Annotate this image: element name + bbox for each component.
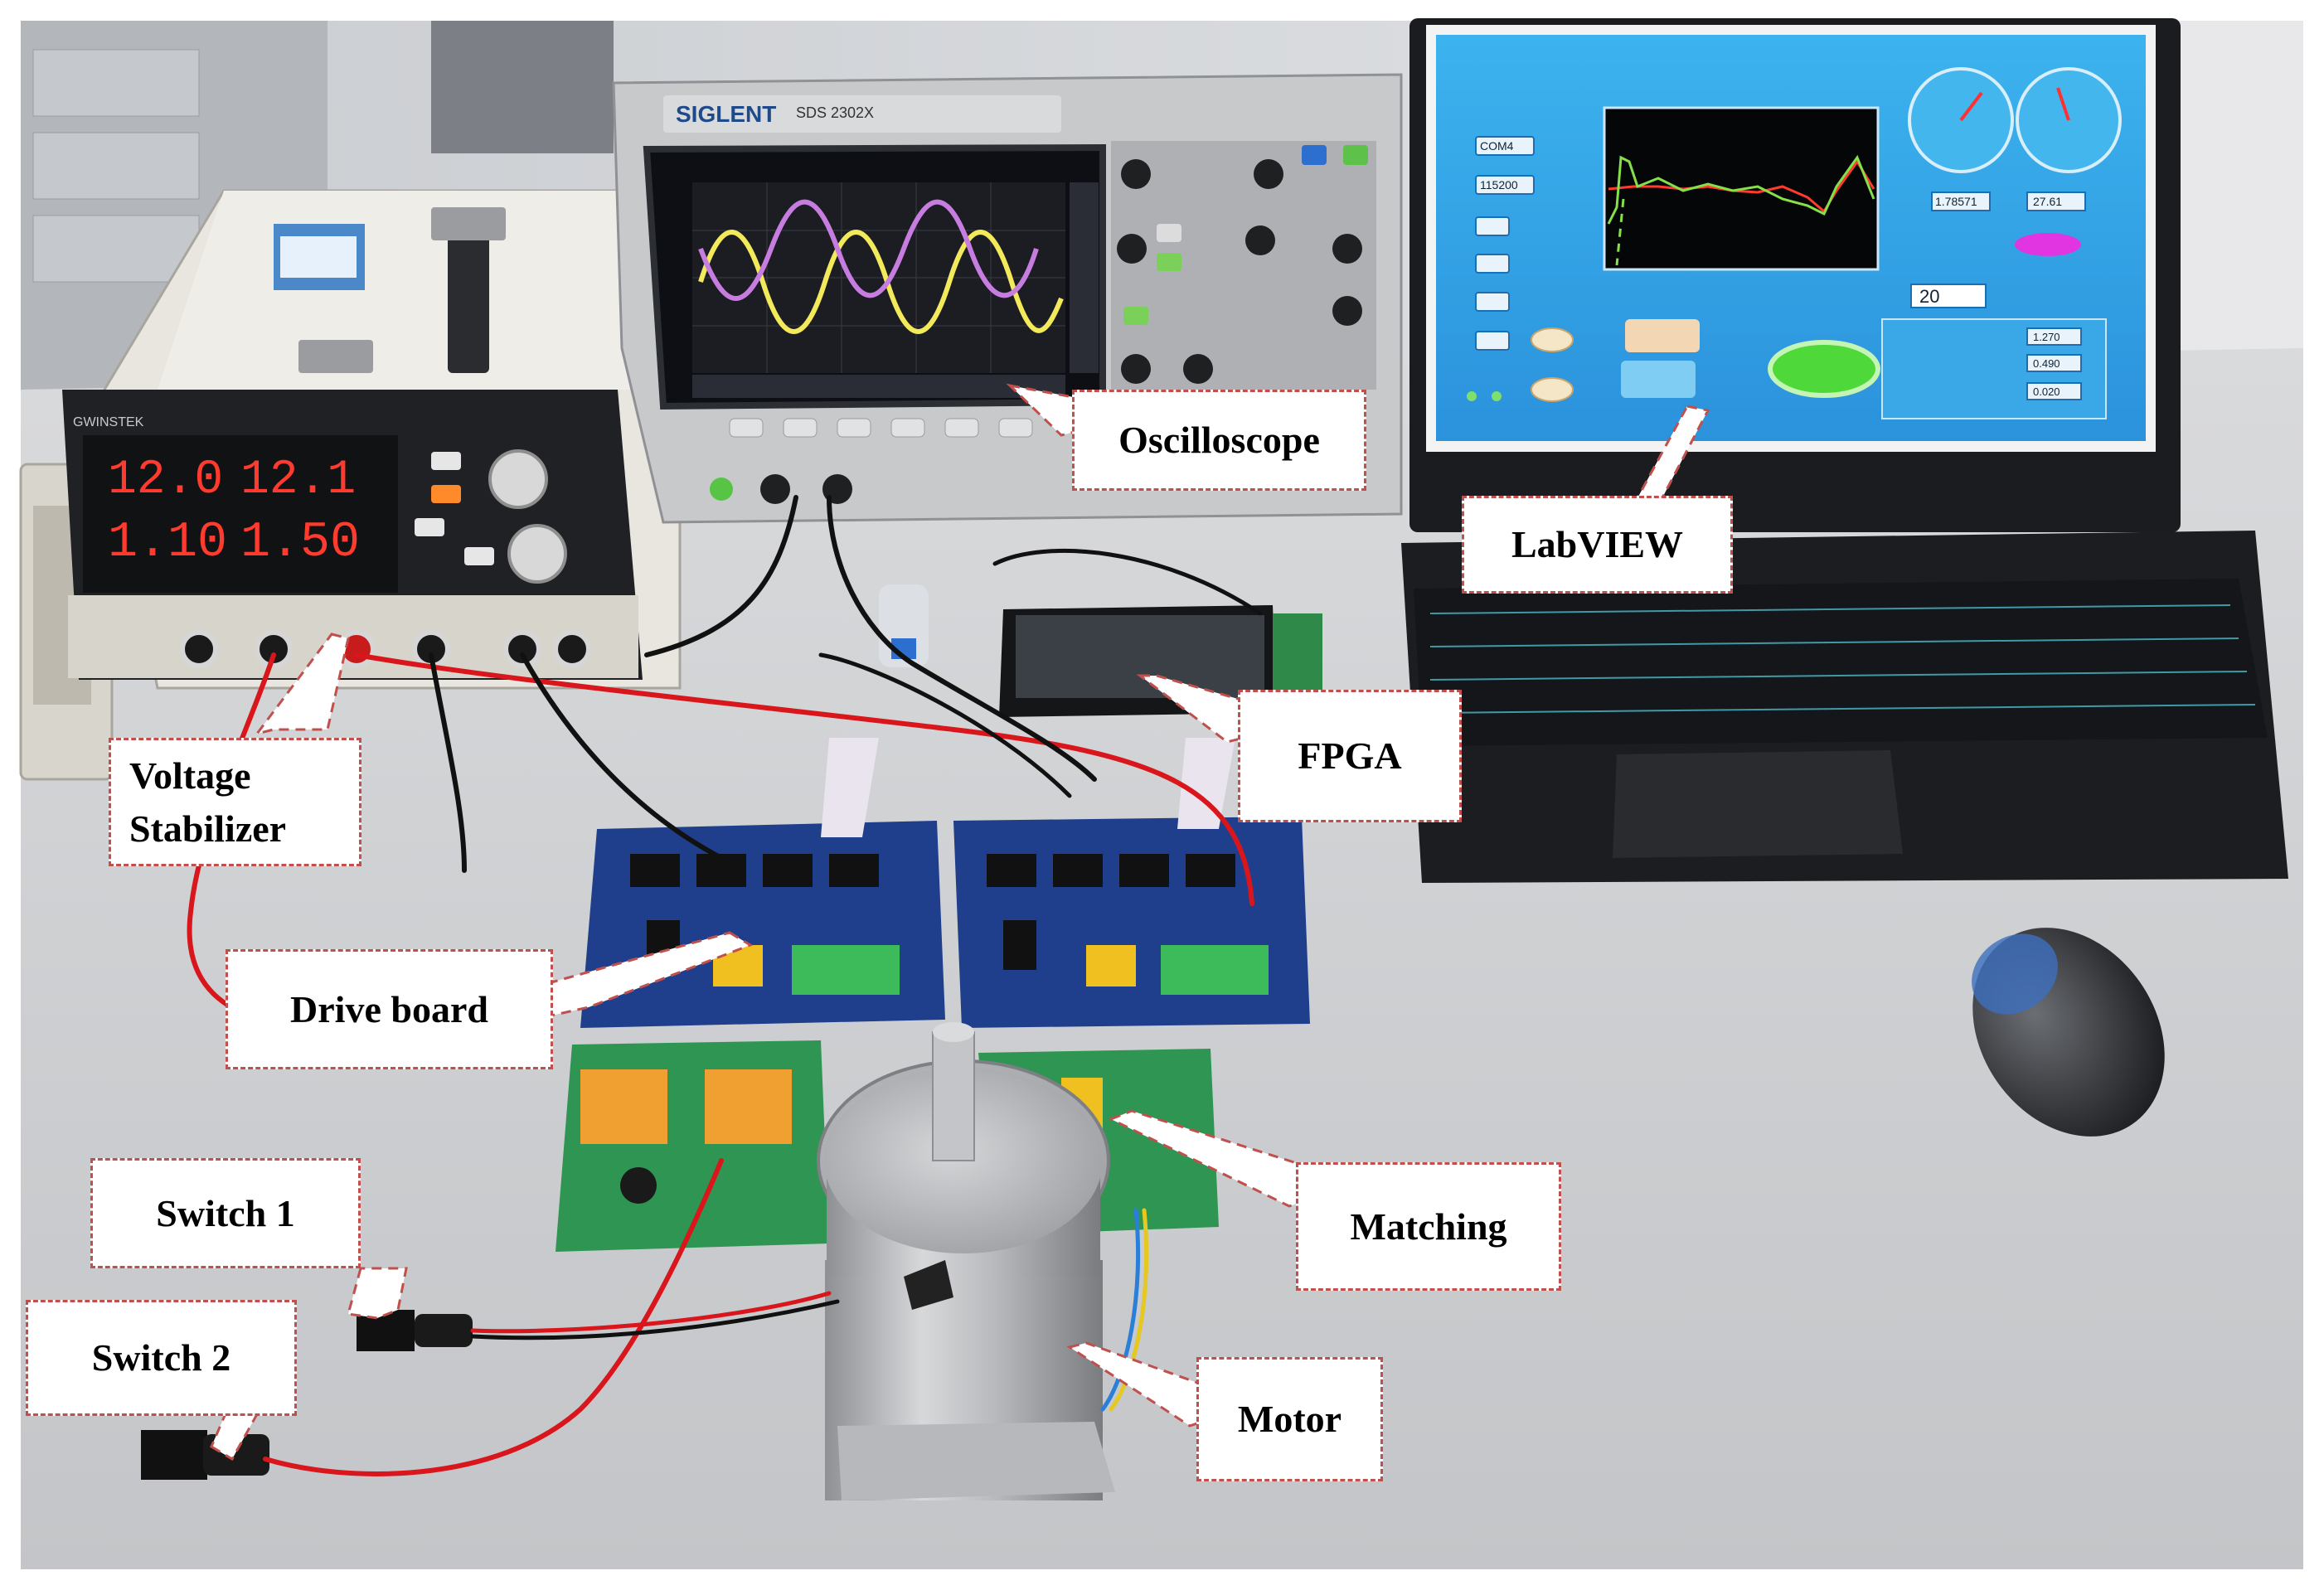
label-labview: LabVIEW — [1462, 496, 1733, 594]
labview-ti: 0.490 — [2033, 357, 2060, 370]
labview-baud: 115200 — [1480, 178, 1518, 191]
labview-reading-2: 27.61 — [2033, 195, 2062, 208]
scope-brand: SIGLENT — [676, 101, 776, 127]
label-matching: Matching — [1296, 1162, 1561, 1291]
labview-td: 0.020 — [2033, 385, 2060, 398]
label-switch-2: Switch 2 — [26, 1300, 297, 1416]
scope-model: SDS 2302X — [796, 104, 874, 121]
labview-com-port: COM4 — [1480, 139, 1514, 153]
labview-reading-1: 1.78571 — [1935, 195, 1977, 208]
labview-setpoint: 20 — [1919, 286, 1939, 307]
psu-ch1-current: 1.10 — [108, 515, 227, 571]
label-oscilloscope: Oscilloscope — [1072, 390, 1366, 491]
label-drive-board: Drive board — [226, 949, 553, 1069]
psu-brand: GWINSTEK — [73, 415, 144, 429]
label-motor: Motor — [1196, 1357, 1383, 1481]
label-switch-1: Switch 1 — [90, 1158, 361, 1268]
label-fpga: FPGA — [1238, 690, 1462, 822]
labview-kp: 1.270 — [2033, 331, 2060, 343]
label-voltage-stabilizer: Voltage Stabilizer — [109, 738, 361, 866]
psu-ch2-current: 1.50 — [240, 515, 360, 571]
psu-ch1-voltage: 12.0 — [108, 453, 223, 507]
psu-ch2-voltage: 12.1 — [240, 453, 356, 507]
